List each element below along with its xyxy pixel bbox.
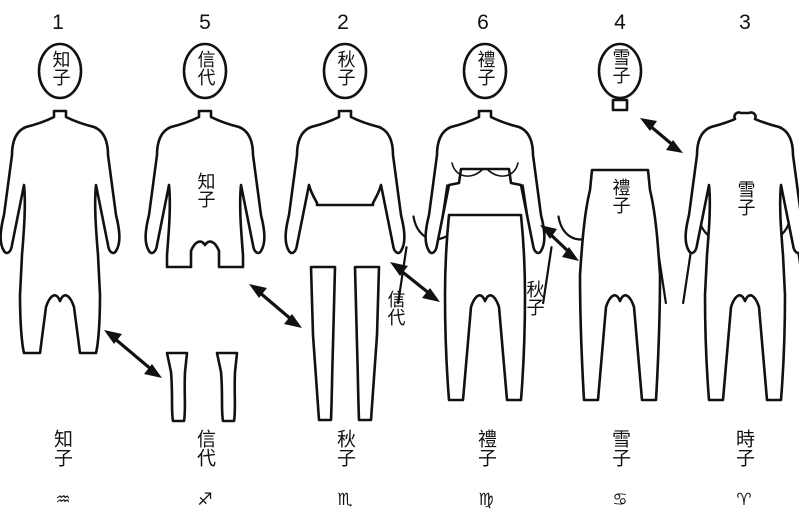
leg-label: 秋子 (524, 280, 545, 316)
name-label: 禮子 (475, 429, 497, 467)
double-arrow-icon (540, 225, 579, 261)
aquarius-icon: ♒ (55, 490, 70, 510)
name-label: 時子 (733, 429, 755, 467)
double-arrow-icon (104, 330, 162, 378)
body-label: 雪子 (735, 180, 756, 216)
name-label: 雪子 (609, 429, 631, 467)
figure-number: 3 (739, 11, 751, 34)
name-labels: 知子 信代 秋子 禮子 雪子 時子 (51, 429, 755, 467)
figure-number: 2 (337, 11, 349, 34)
double-arrow-icon (640, 118, 683, 153)
figure-number: 1 (52, 11, 64, 34)
body-label: 禮子 (610, 178, 631, 214)
figure-6 (426, 44, 545, 400)
zodiac-symbols: ♒ ♐ ♏ ♍ ♋ ♈ (55, 490, 751, 510)
virgo-icon: ♍ (478, 490, 493, 510)
aries-icon: ♈ (736, 490, 751, 510)
head-label: 信代 (195, 50, 216, 86)
head-labels: 知子 信代 秋子 禮子 雪子 (50, 48, 631, 86)
figure-4 (580, 44, 660, 400)
figure-number: 5 (199, 11, 211, 34)
head-label: 禮子 (475, 50, 496, 86)
name-label: 知子 (51, 429, 73, 467)
figure-number: 6 (477, 11, 489, 34)
head-label: 雪子 (610, 48, 631, 84)
cancer-icon: ♋ (612, 490, 627, 510)
figure-number: 4 (614, 11, 626, 34)
name-label: 信代 (194, 429, 216, 467)
name-label: 秋子 (334, 429, 356, 467)
scorpio-icon: ♏ (337, 490, 352, 510)
figure-3 (686, 112, 799, 400)
double-arrow-icon (249, 284, 302, 328)
head-label: 秋子 (335, 50, 356, 86)
leg-label: 信代 (385, 290, 406, 326)
head-label: 知子 (50, 50, 71, 86)
body-label: 知子 (195, 172, 216, 208)
figure-5-lower-legs (167, 353, 237, 421)
sagittarius-icon: ♐ (197, 490, 212, 510)
